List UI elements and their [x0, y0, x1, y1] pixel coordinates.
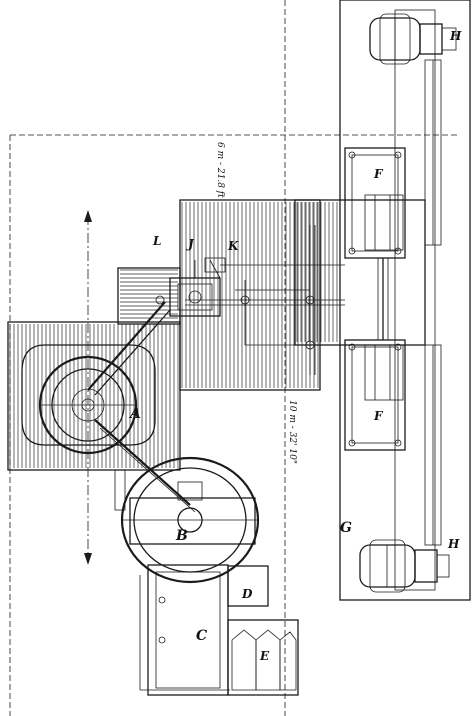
unit-E	[227, 619, 299, 696]
unit-F-upper	[344, 147, 406, 259]
right-inner-bed	[394, 9, 436, 591]
label-J: J	[186, 237, 195, 251]
label-H-top: H	[449, 29, 462, 43]
hatched-foundation-bottom	[120, 269, 178, 323]
label-A: A	[128, 406, 141, 422]
generator-H-top	[369, 13, 457, 65]
label-D: D	[241, 587, 253, 601]
hatched-foundation-left	[9, 324, 179, 468]
connecting-rod-lower	[94, 309, 171, 396]
label-H-bottom: H	[447, 537, 460, 551]
label-L: L	[152, 234, 161, 248]
generator-G-bottom	[359, 539, 450, 593]
centerline-arrow-top	[84, 210, 92, 222]
label-K: K	[227, 239, 239, 253]
unit-F-lower	[344, 339, 406, 451]
dimension-overall-length: 6 m - 21.8 ft	[215, 142, 225, 198]
main-foundation-outline	[7, 321, 181, 471]
label-B: B	[175, 528, 188, 544]
label-E: E	[259, 649, 270, 663]
label-G: G	[340, 520, 352, 536]
cross-platform-outline	[294, 199, 426, 346]
connecting-rod-upper	[87, 301, 166, 391]
unit-C	[147, 564, 229, 696]
valve-gear-JK	[155, 257, 226, 317]
label-F-lower: F	[373, 409, 384, 423]
label-C: C	[196, 628, 207, 644]
piping-network	[185, 225, 345, 375]
right-long-bed	[339, 0, 471, 601]
centerline-arrow-bottom	[84, 553, 92, 565]
hatched-foundation-center	[181, 202, 338, 388]
cylinder-B	[120, 456, 260, 584]
dimension-width: 10 m - 32' 10"	[287, 400, 297, 464]
label-F-upper: F	[373, 167, 384, 181]
baseplate-left	[114, 469, 126, 511]
connecting-rod-AB	[94, 419, 191, 506]
unit-D	[227, 565, 269, 607]
center-platform-outline	[179, 199, 321, 391]
